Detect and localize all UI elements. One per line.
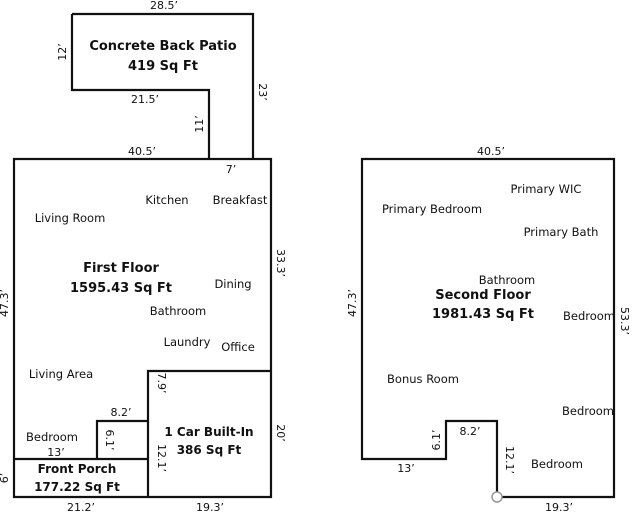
room-bedroom-second-3: Bedroom [531, 457, 583, 471]
porch-left-dimension: 6’ [0, 473, 11, 484]
first-floor-area: 1595.43 Sq Ft [70, 281, 172, 296]
room-bedroom-first: Bedroom [26, 430, 78, 444]
patio-title: Concrete Back Patio [89, 39, 236, 54]
second-floor-outline [360, 157, 616, 499]
room-laundry: Laundry [164, 335, 211, 349]
room-office: Office [221, 340, 255, 354]
garage-outline [146, 369, 271, 497]
second-floor-left-dimension: 47.3’ [346, 289, 359, 317]
second-floor-notch-left-dimension: 6.1’ [430, 430, 443, 451]
porch-bottom-dimension: 21.2’ [67, 501, 95, 512]
room-bedroom-second-1: Bedroom [563, 309, 615, 323]
garage-area: 386 Sq Ft [177, 443, 242, 457]
second-floor-notch-right-dimension: 12.1’ [503, 446, 516, 474]
second-floor-bottom-right-dimension: 19.3’ [545, 501, 573, 512]
first-floor-title: First Floor [83, 261, 159, 276]
patio-area: 419 Sq Ft [128, 59, 198, 74]
first-floor-top-dimension: 40.5’ [128, 145, 156, 158]
room-primary-wic: Primary WIC [511, 182, 582, 196]
patio-outline [70, 12, 255, 159]
room-bathroom-first: Bathroom [150, 304, 206, 318]
room-bonus-room: Bonus Room [387, 372, 459, 386]
patio-top-dimension: 28.5’ [150, 0, 178, 12]
porch-title: Front Porch [38, 462, 117, 476]
second-floor-title: Second Floor [435, 288, 531, 303]
patio-inner-right-dimension: 11’ [193, 115, 206, 133]
room-bedroom-second-2: Bedroom [562, 404, 614, 418]
room-bathroom-second: Bathroom [479, 273, 535, 287]
garage-left-vertical-dimension: 12.1’ [155, 444, 168, 472]
garage-step [95, 419, 148, 459]
second-floor-top-dimension: 40.5’ [477, 145, 505, 158]
second-floor-right-dimension: 53.3’ [618, 307, 631, 335]
room-breakfast: Breakfast [213, 193, 268, 207]
room-primary-bedroom: Primary Bedroom [382, 202, 482, 216]
second-floor-bottom-left-dimension: 13’ [397, 462, 415, 475]
first-floor-right-dimension: 33.3’ [274, 249, 287, 277]
garage-step-top-dimension: 8.2’ [111, 406, 132, 419]
garage-title: 1 Car Built-In [164, 425, 253, 439]
garage-step-left-dimension: 6.1’ [103, 430, 116, 451]
porch-area: 177.22 Sq Ft [34, 480, 120, 494]
second-floor-notch-top-dimension: 8.2’ [460, 425, 481, 438]
garage-right-dimension: 20’ [274, 424, 287, 442]
first-floor-left-dimension: 47.3’ [0, 289, 11, 317]
room-primary-bath: Primary Bath [524, 225, 599, 239]
room-living-room: Living Room [35, 211, 106, 225]
garage-inner-vertical-dimension: 7.9’ [155, 373, 168, 394]
stair-marker [491, 491, 503, 503]
garage-bottom-dimension: 19.3’ [196, 501, 224, 512]
first-floor-step-dimension: 7’ [226, 163, 237, 176]
first-floor-outline [12, 157, 273, 499]
room-kitchen: Kitchen [145, 193, 188, 207]
patio-inner-bottom-dimension: 21.5’ [131, 93, 159, 106]
patio-left-dimension: 12’ [56, 43, 69, 61]
room-living-area: Living Area [29, 367, 93, 381]
porch-top-dimension: 13’ [47, 446, 65, 459]
room-dining: Dining [214, 277, 251, 291]
second-floor-area: 1981.43 Sq Ft [432, 307, 534, 322]
patio-right-dimension: 23’ [256, 83, 269, 101]
